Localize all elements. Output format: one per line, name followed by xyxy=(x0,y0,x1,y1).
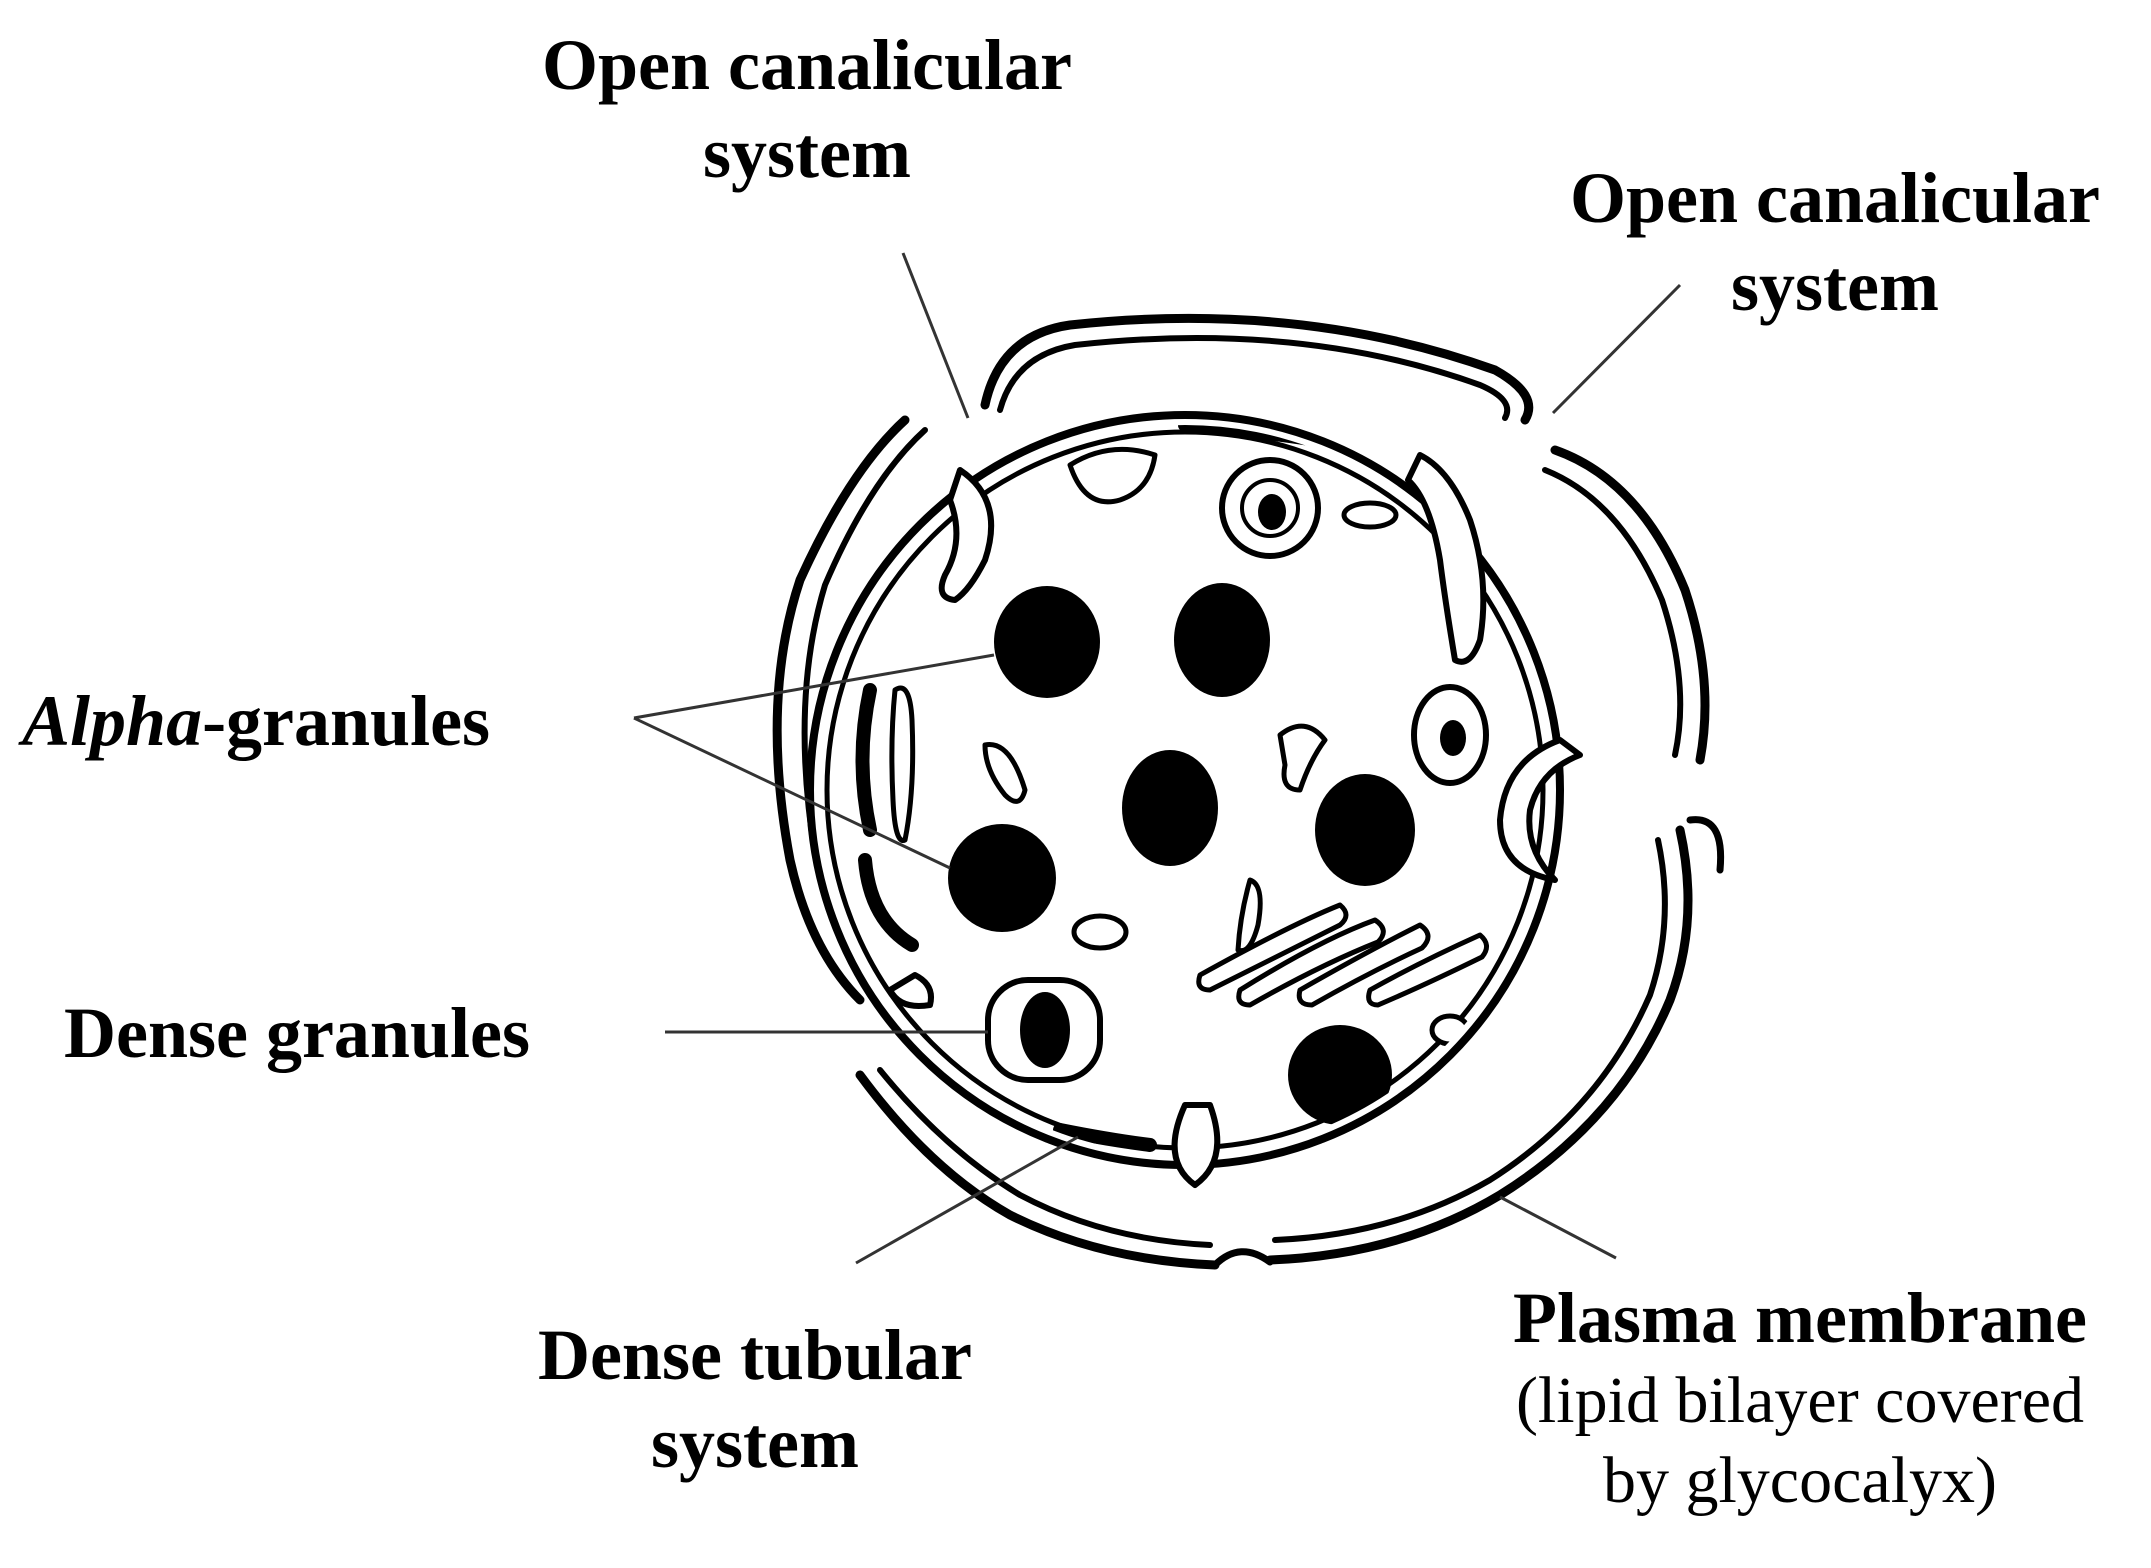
label-dense-granules: Dense granules xyxy=(64,993,530,1073)
alpha-granule xyxy=(1288,1025,1392,1125)
label-plasma-membrane: Plasma membrane (lipid bilayer covered b… xyxy=(1470,1275,2130,1520)
label-dense-tubular-system: Dense tubular system xyxy=(537,1315,973,1483)
leader-alpha-1 xyxy=(633,653,995,720)
label-open-canalicular-left: Open canalicular system xyxy=(541,25,1072,193)
plasma-membrane-desc-line1: (lipid bilayer covered xyxy=(1515,1364,2085,1438)
label-alpha-granules: Alpha-granules xyxy=(22,681,491,761)
alpha-granule xyxy=(994,586,1100,698)
plasma-membrane-lobes xyxy=(772,313,1725,1270)
plasma-membrane-title: Plasma membrane xyxy=(1513,1278,2087,1358)
alpha-granule xyxy=(948,824,1056,932)
leader-alpha-2 xyxy=(633,716,951,870)
vesicles xyxy=(889,446,1537,1047)
open-canalicular-invaginations xyxy=(887,452,1583,1188)
leader-lines xyxy=(633,252,1682,1265)
plasma-membrane-desc-line2: by glycocalyx) xyxy=(1602,1443,1998,1517)
leader-dense-tubular xyxy=(855,1135,1079,1265)
leader-plasma-membrane xyxy=(1499,1195,1617,1260)
label-open-canalicular-right: Open canalicular system xyxy=(1569,158,2100,326)
alpha-granule xyxy=(1122,750,1218,866)
alpha-granules xyxy=(948,583,1415,1125)
alpha-granule xyxy=(1174,583,1270,697)
leader-ocs-right xyxy=(1551,283,1682,415)
alpha-granule xyxy=(1315,774,1415,886)
leader-ocs-left xyxy=(901,252,970,419)
dense-granules xyxy=(985,457,1489,1083)
